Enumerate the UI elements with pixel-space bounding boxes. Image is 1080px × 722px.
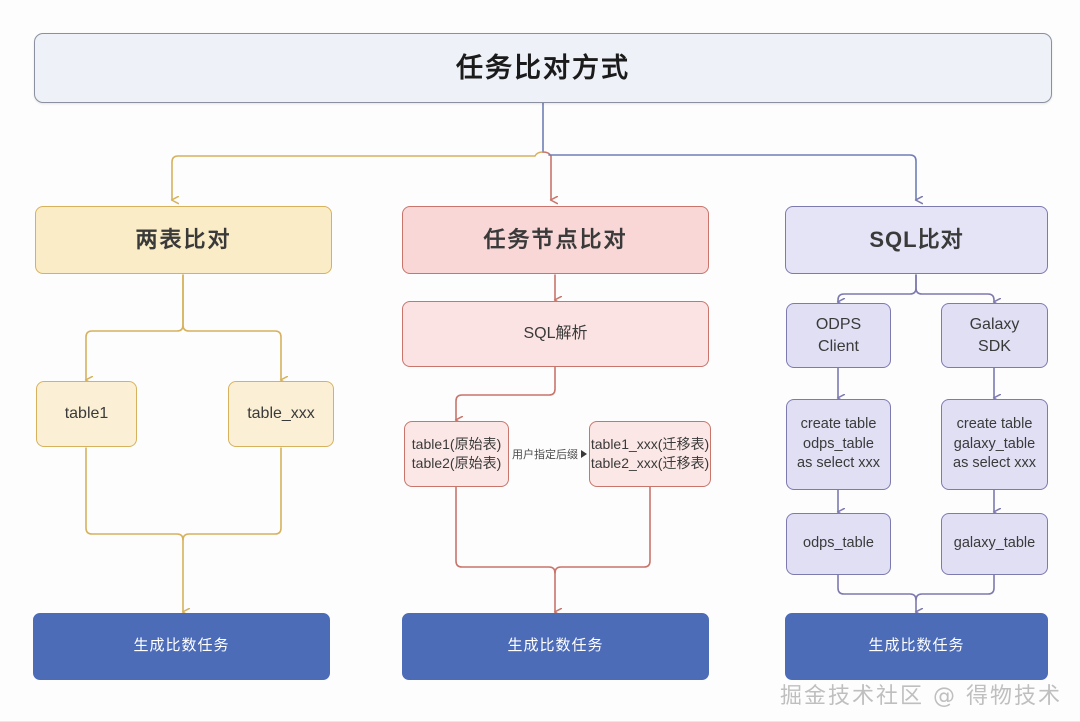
node-source-tables-label: table1(原始表) table2(原始表): [411, 436, 502, 471]
node-left-table1[interactable]: table1: [36, 381, 137, 447]
branch-middle-header[interactable]: 任务节点比对: [402, 206, 709, 274]
node-galaxy-sdk-label: Galaxy SDK: [969, 315, 1020, 355]
branch-left-header-label: 两表比对: [135, 227, 232, 253]
node-create-galaxy-table-label: create table galaxy_table as select xxx: [953, 416, 1036, 472]
result-middle[interactable]: 生成比数任务: [402, 613, 709, 680]
branch-middle-header-label: 任务节点比对: [483, 227, 628, 253]
edge-label-user-suffix-text: 用户指定后缀: [512, 449, 578, 461]
node-odps-client[interactable]: ODPS Client: [786, 303, 891, 368]
node-sql-parse-label: SQL解析: [523, 325, 588, 343]
node-odps-client-label: ODPS Client: [815, 315, 862, 355]
node-left-table1-label: table1: [64, 405, 109, 423]
node-sql-parse[interactable]: SQL解析: [402, 301, 709, 367]
watermark: 掘金技术社区 @ 得物技术: [780, 684, 1062, 709]
node-target-tables[interactable]: table1_xxx(迁移表) table2_xxx(迁移表): [589, 421, 711, 487]
node-odps-table[interactable]: odps_table: [786, 513, 891, 575]
node-galaxy-table-label: galaxy_table: [953, 535, 1036, 552]
node-create-odps-table-label: create table odps_table as select xxx: [797, 416, 880, 472]
result-right[interactable]: 生成比数任务: [785, 613, 1048, 680]
result-left-label: 生成比数任务: [133, 637, 230, 655]
node-galaxy-table[interactable]: galaxy_table: [941, 513, 1048, 575]
node-left-table-xxx-label: table_xxx: [247, 405, 315, 423]
arrow-right-icon: [581, 450, 587, 458]
branch-right-header-label: SQL比对: [869, 227, 964, 253]
node-create-galaxy-table[interactable]: create table galaxy_table as select xxx: [941, 399, 1048, 490]
result-middle-label: 生成比数任务: [507, 637, 604, 655]
diagram-title-box: 任务比对方式: [34, 33, 1052, 103]
node-left-table-xxx[interactable]: table_xxx: [228, 381, 334, 447]
branch-left-header[interactable]: 两表比对: [35, 206, 332, 274]
branch-right-header[interactable]: SQL比对: [785, 206, 1048, 274]
node-galaxy-sdk[interactable]: Galaxy SDK: [941, 303, 1048, 368]
node-create-odps-table[interactable]: create table odps_table as select xxx: [786, 399, 891, 490]
page-title: 任务比对方式: [456, 52, 630, 83]
result-left[interactable]: 生成比数任务: [33, 613, 330, 680]
node-odps-table-label: odps_table: [803, 535, 874, 552]
edge-label-user-suffix: 用户指定后缀: [512, 446, 587, 462]
node-target-tables-label: table1_xxx(迁移表) table2_xxx(迁移表): [590, 436, 710, 471]
node-source-tables[interactable]: table1(原始表) table2(原始表): [404, 421, 509, 487]
result-right-label: 生成比数任务: [868, 637, 965, 655]
